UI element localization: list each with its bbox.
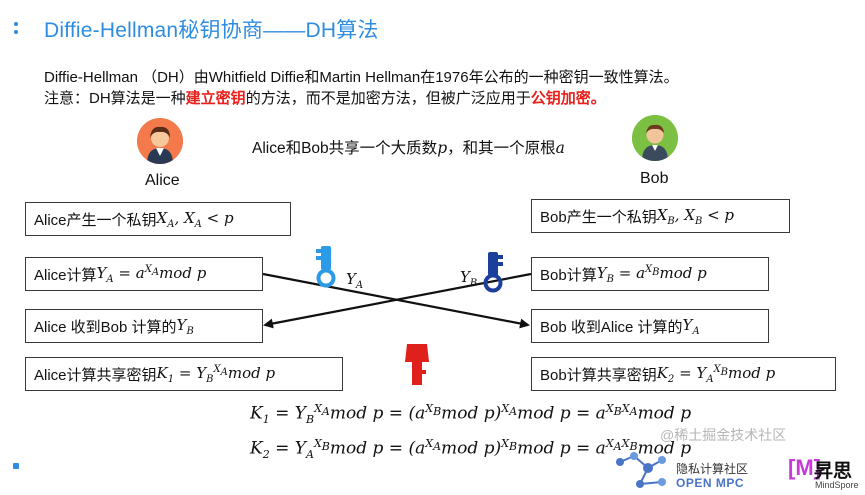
alice-avatar-icon [137,118,183,164]
alice-private-key-text: Alice产生一个私钥 [34,211,157,229]
bob-name: Bob [640,170,669,187]
footer-brand: OPEN MPC [676,476,745,490]
footer-community: 隐私计算社区 [676,462,749,476]
equation-k1: K1 = YBXAmod p = (aXBmod p)XAmod p = aXB… [250,402,692,427]
emphasis-key-establishment: 建立密钥 [185,90,246,107]
footer-logo: 隐私计算社区 OPEN MPC [M] 昇思 MindSpore [612,450,862,494]
bob-compute-text: Bob计算 [540,266,597,284]
bob-private-key-text: Bob产生一个私钥 [540,208,657,226]
emphasis-public-key-encryption: 公钥加密。 [530,90,606,107]
bob-private-key-formula: XB, XB < p [656,205,735,227]
bob-shared-key-formula: K2 = YAXBmod p [656,363,776,385]
slide-title: Diffie-Hellman秘钥协商——DH算法 [44,19,379,42]
alice-shared-key-text: Alice计算共享密钥 [34,366,157,384]
alice-private-key-formula: XA, XA < p [156,208,234,230]
footer-mindspore: MindSpore [815,480,859,490]
intro-note: 注意：DH算法是一种 [44,90,186,107]
shared-prime-sentence: Alice和Bob共享一个大质数p，和其一个原根a [252,136,565,158]
shared-prime-text: Alice和Bob共享一个大质数 [252,140,438,157]
bob-receive-text: Bob 收到Alice 计算的 [540,318,683,336]
bob-receive-box: Bob 收到Alice 计算的 YA [531,309,769,343]
alice-compute-formula: YA = aXAmod p [96,263,207,285]
bob-avatar-icon [632,115,678,161]
open-mpc-logo-icon [616,452,666,488]
footer-m-logo: [M] [788,455,821,480]
key-dark-blue-icon [483,252,503,293]
bob-compute-formula: YB = aXBmod p [596,263,707,285]
alice-compute-text: Alice计算 [34,266,97,284]
alice-receive-box: Alice 收到Bob 计算的 YB [25,309,263,343]
bob-shared-key-box: Bob计算共享密钥 K2 = YAXBmod p [531,357,836,391]
intro-line-2: 注意：DH算法是一种建立密钥的方法，而不是加密方法，但被广泛应用于公钥加密。 [44,87,606,108]
root-a: a [555,139,565,157]
alice-shared-key-box: Alice计算共享密钥 K1 = YBXAmod p [25,357,343,391]
key-light-blue-icon [316,246,336,288]
decor-dot [14,22,18,26]
alice-shared-key-formula: K1 = YBXAmod p [156,363,276,385]
decor-dot [14,30,18,34]
primitive-root-text: ，和其一个原根 [447,140,556,157]
alice-receive-formula: YB [176,315,194,337]
label-ya: YA [346,270,364,291]
label-yb: YB [460,268,478,289]
prime-p: p [437,139,448,157]
watermark-text: @稀土掘金技术社区 [660,427,787,443]
alice-name: Alice [145,172,180,189]
bob-shared-key-text: Bob计算共享密钥 [540,366,657,384]
alice-compute-box: Alice计算 YA = aXAmod p [25,257,263,291]
bob-compute-box: Bob计算 YB = aXBmod p [531,257,769,291]
footer-shengsi: 昇思 [814,461,853,482]
decor-square [13,463,19,469]
bob-receive-formula: YA [682,315,700,337]
alice-receive-text: Alice 收到Bob 计算的 [34,318,177,336]
equation-k2: K2 = YAXBmod p = (aXAmod p)XBmod p = aXA… [250,437,692,462]
intro-line-1: Diffie-Hellman （DH）由Whitfield Diffie和Mar… [44,69,679,86]
intro-note-middle: 的方法，而不是加密方法，但被广泛应用于 [245,90,531,107]
key-red-icon [405,344,429,385]
